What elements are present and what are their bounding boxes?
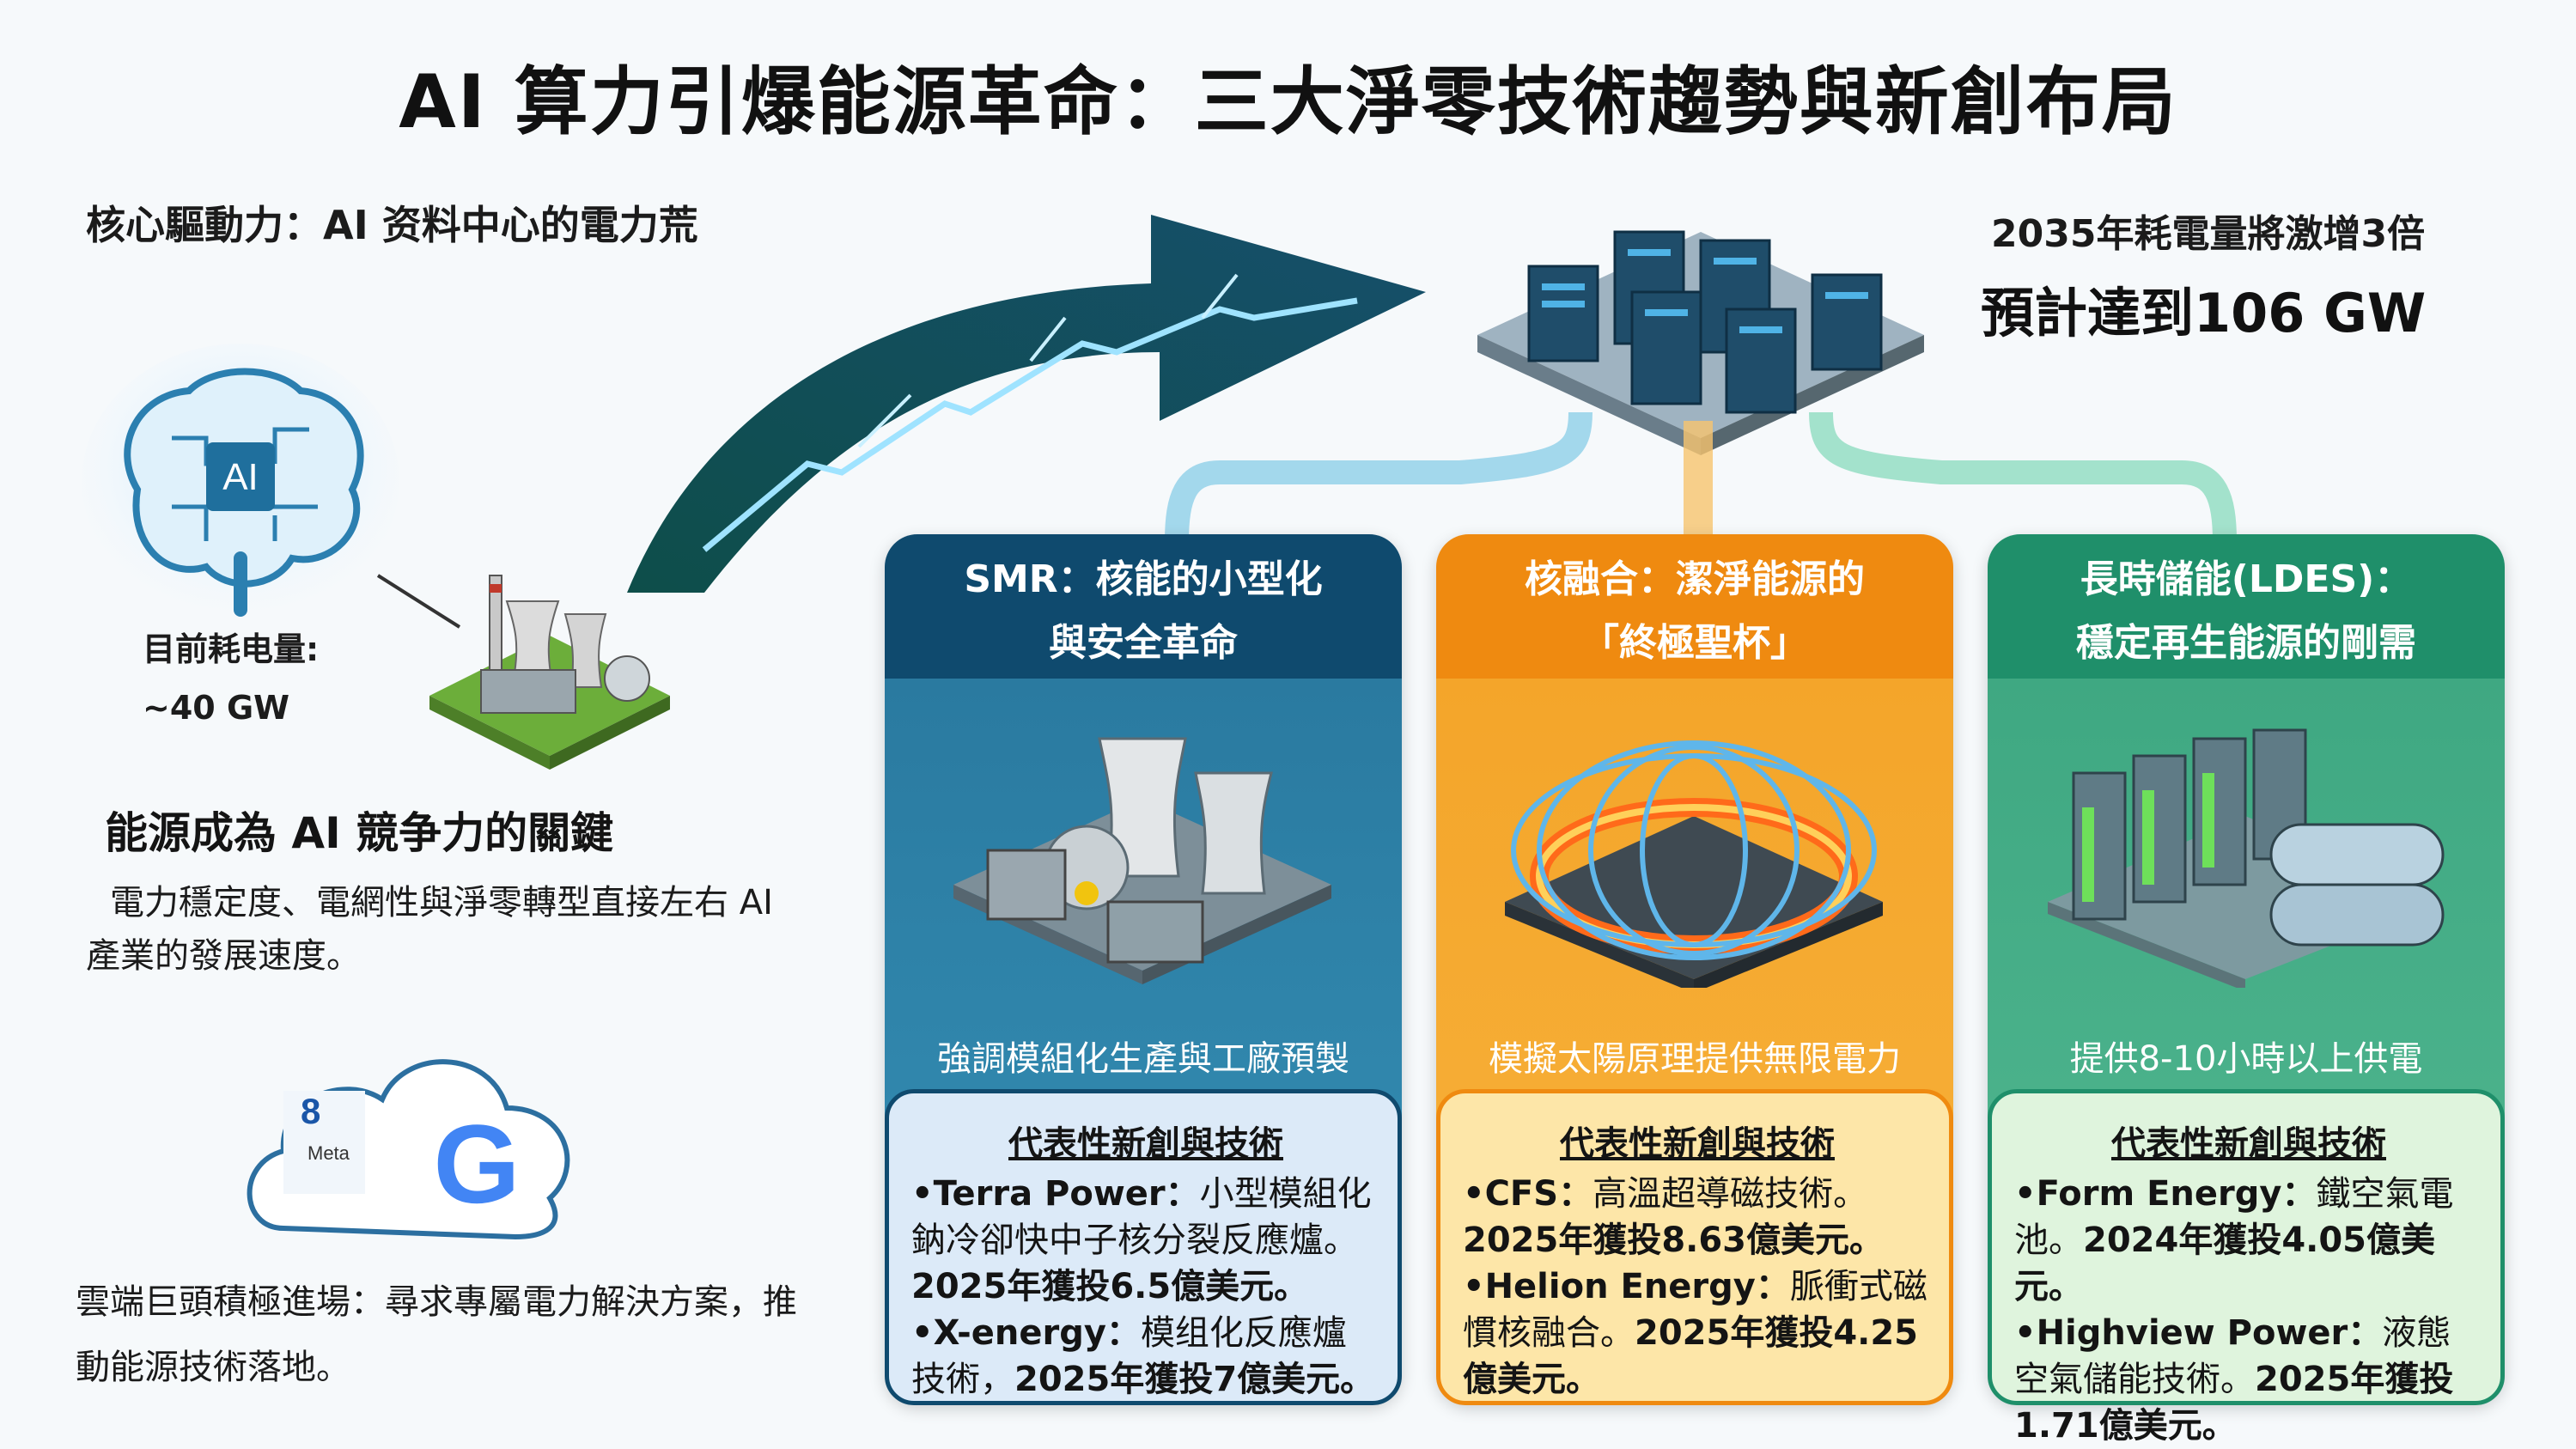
card-smr-title-2: 與安全革命 — [1049, 621, 1238, 665]
card-smr-item-1: •Terra Power：小型模組化鈉冷卻快中子核分裂反應爐。2025年獲投6.… — [911, 1174, 1372, 1306]
current-usage: 目前耗电量: ~40 GW — [143, 620, 319, 737]
card-smr-item-2: •X-energy：模组化反應爐技術，2025年獲投7億美元。 — [911, 1313, 1375, 1399]
key-title: 能源成為 AI 競争力的關鍵 — [105, 808, 614, 858]
card-ldes-box-title: 代表性新創與技術 — [2111, 1124, 2386, 1164]
stat-line-2: 預計達到106 GW — [1981, 282, 2427, 344]
current-usage-label: 目前耗电量: — [143, 630, 320, 668]
key-body: 電力穩定度、電網性與淨零轉型直接左右 AI 產業的發展速度。 — [86, 883, 773, 976]
nuclear-reactor-icon — [953, 737, 1331, 984]
cloud-badge: 8 — [301, 1091, 320, 1131]
page-title: AI 算力引爆能源革命：三大淨零技術趨勢與新創布局 — [399, 59, 2177, 145]
ai-chip-label: AI — [222, 456, 259, 498]
google-logo-icon: G — [433, 1101, 520, 1227]
cloud-icon: 8 Meta G — [247, 1059, 570, 1240]
data-center-icon — [1477, 230, 1924, 455]
card-fusion-title-1: 核融合：潔淨能源的 — [1525, 557, 1865, 601]
card-ldes-title-2: 穩定再生能源的剛需 — [2076, 621, 2416, 665]
card-ldes-box: 代表性新創與技術 •Form Energy：鐵空氣電池。2024年獲投4.05億… — [1988, 1089, 2505, 1446]
card-fusion-box: 代表性新創與技術 •CFS：高溫超導磁技術。2025年獲投8.63億美元。 •H… — [1436, 1089, 1953, 1405]
card-smr-title-1: SMR：核能的小型化 — [964, 557, 1323, 601]
tokamak-icon — [1505, 740, 1883, 988]
meta-label: Meta — [308, 1142, 350, 1164]
card-smr-box-title: 代表性新創與技術 — [1008, 1124, 1283, 1164]
ai-brain-icon: AI — [82, 344, 399, 618]
card-fusion-caption: 模擬太陽原理提供無限電力 — [1489, 1039, 1901, 1079]
arrow-graphic — [627, 215, 1426, 593]
card-smr-header: SMR：核能的小型化 與安全革命 — [885, 534, 1402, 679]
card-fusion-header: 核融合：潔淨能源的 「終極聖杯」 — [1436, 534, 1953, 679]
battery-storage-icon — [2048, 728, 2445, 988]
connector-line — [376, 574, 461, 629]
card-fusion-item-1: •CFS：高溫超導磁技術。2025年獲投8.63億美元。 — [1463, 1174, 1885, 1260]
current-usage-value: ~40 GW — [143, 689, 290, 727]
card-ldes-header: 長時儲能(LDES)： 穩定再生能源的剛需 — [1988, 534, 2505, 679]
cloud-text: 雲端巨頭積極進場：尋求專屬電力解決方案，推動能源技術落地。 — [76, 1282, 797, 1387]
core-driver-heading: 核心驅動力：AI 资料中心的電力荒 — [86, 202, 698, 248]
card-fusion-item-2: •Helion Energy：脈衝式磁慣核融合。2025年獲投4.25億美元。 — [1463, 1267, 1927, 1399]
power-plant-icon — [429, 575, 670, 770]
card-smr-box: 代表性新創與技術 •Terra Power：小型模組化鈉冷卻快中子核分裂反應爐。… — [885, 1089, 1402, 1405]
card-fusion-title-2: 「終極聖杯」 — [1581, 621, 1808, 665]
card-smr-caption: 強調模組化生產與工廠預製 — [937, 1039, 1349, 1079]
card-ldes-caption: 提供8-10小時以上供電 — [2069, 1039, 2423, 1079]
card-fusion-box-title: 代表性新創與技術 — [1560, 1124, 1835, 1164]
card-ldes-title-1: 長時儲能(LDES)： — [2080, 557, 2413, 601]
card-ldes-item-1: •Form Energy：鐵空氣電池。2024年獲投4.05億美元。 — [2014, 1174, 2454, 1306]
card-ldes-item-2: •Highview Power：液態空氣儲能技術。2025年獲投1.71億美元。 — [2014, 1313, 2454, 1446]
pipe-connectors — [1165, 411, 2237, 550]
stat-line-1: 2035年耗電量將激增3倍 — [1991, 212, 2426, 256]
